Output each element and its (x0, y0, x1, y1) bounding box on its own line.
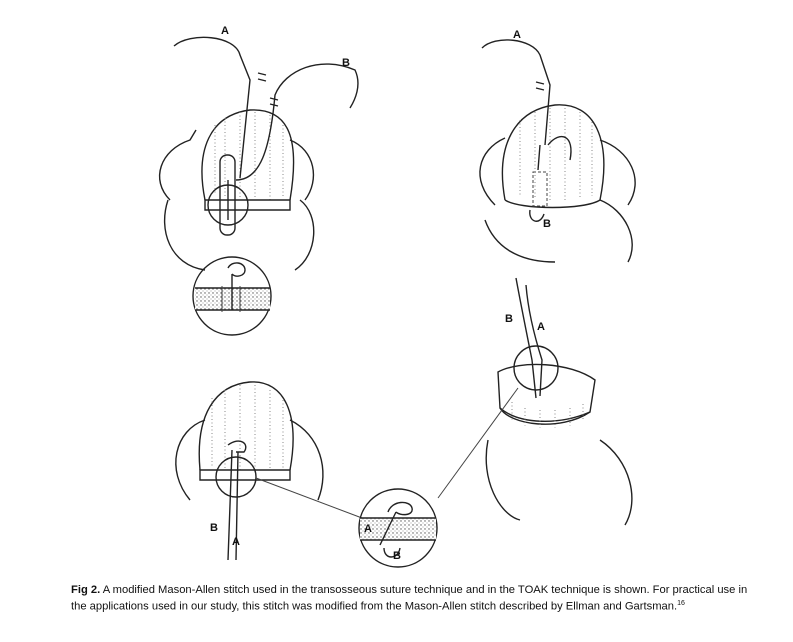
caption-text: A modified Mason-Allen stitch used in th… (71, 584, 748, 613)
caption-label: Fig 2. (71, 584, 101, 596)
label-a-panel1: A (221, 25, 229, 37)
panel-top-left: A B (159, 25, 359, 271)
label-a-panel2: A (513, 29, 521, 41)
panel-top-right: A B (479, 29, 636, 263)
label-a-panel4: A (537, 321, 545, 333)
figure-illustration: A B A B B A (159, 25, 636, 568)
label-b-panel3: B (210, 522, 218, 534)
label-a-panel3: A (232, 536, 240, 548)
label-b-panel1: B (342, 57, 350, 69)
inset-bottom-center: A B (358, 488, 438, 568)
label-b-panel4: B (505, 313, 513, 325)
figure-caption: Fig 2. A modified Mason-Allen stitch use… (71, 584, 751, 614)
label-b-inset: B (393, 550, 401, 562)
caption-reference: 16 (677, 600, 685, 607)
inset-top-left (192, 256, 272, 336)
label-b-panel2: B (543, 218, 551, 230)
panel-bottom-left: B A (175, 381, 363, 561)
panel-bottom-right: B A (437, 277, 633, 526)
label-a-inset: A (364, 523, 372, 535)
